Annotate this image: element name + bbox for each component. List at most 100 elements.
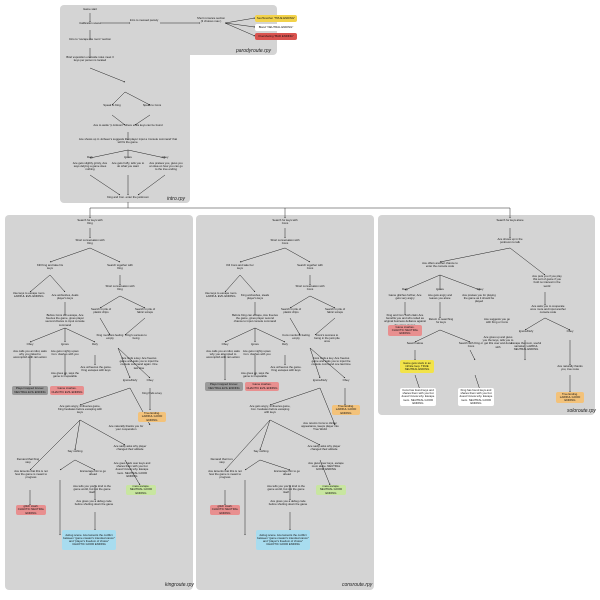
- solo-ace-puts: Ace puts you if you play this sort of ga…: [532, 274, 562, 288]
- solo-ace-gives-up: Ace gives up and gives you the keys, tel…: [482, 335, 514, 349]
- cons-ace-unfreezes: Ace unfreezes the game. King escapes wit…: [270, 365, 302, 373]
- king-ace-naturally: Ace naturally thanks you for your cooper…: [108, 424, 144, 432]
- king-search: Search for keys with King: [77, 218, 103, 226]
- king-obey2: Obey: [146, 378, 154, 382]
- king-say-nothing: Say nothing: [67, 449, 83, 453]
- cons-encourage: Encourage him to go ahead: [274, 469, 300, 477]
- solo-ace-suggests: Ace suggests you go with King or Cons: [484, 317, 510, 325]
- solo-search-kc: Search with King or Cons: [458, 341, 484, 349]
- node-ignore: Ignore: [124, 155, 132, 159]
- king-before-cons: Before Cons can escape, Ace freezes the …: [45, 313, 85, 327]
- cons-no: Cons's success to being in the junk pile…: [314, 333, 340, 344]
- panel-label-intro: intro.rpy: [167, 196, 186, 202]
- ending-king-crash: Game crashes. CHAOTIC EVIL ENDING: [50, 386, 84, 395]
- panel-solo: [378, 215, 595, 415]
- king-ace-angry: Ace gets angry, unfreezes game, King hes…: [58, 404, 103, 415]
- ending-solo-crash: Game crashes. CHAOTIC NEUTRAL ENDING: [388, 325, 422, 336]
- solo-defy: Defy: [402, 287, 408, 291]
- solo-search-alone: Search alone: [406, 341, 424, 345]
- king-kill: Kill King and take his keys: [37, 263, 63, 271]
- panel-label-king: kingroute.rpy: [165, 582, 194, 588]
- ending-solo-cons: Cons has found keys and shares them with…: [400, 388, 436, 406]
- king-ace-sadly: Ace sadly asks why player changed their …: [113, 444, 147, 452]
- king-search-piles: Search in pile of plastic chips: [90, 307, 112, 315]
- ending-solo-true: True Ending. LAWFUL GOOD ENDING: [556, 392, 584, 403]
- cons-mentions: Cons mentions feeling empty: [282, 333, 310, 341]
- node-defy: Defy: [87, 155, 93, 159]
- solo-obey2: Obey: [566, 329, 574, 333]
- solo-escape-room: Escape the room, useful narration. LAWFU…: [510, 341, 542, 352]
- cons-ace-gives-up: Ace gives up, says the game is irreparab…: [241, 371, 269, 379]
- king-ace-gives-up: Ace gives up, says the game is irreparab…: [51, 371, 79, 379]
- cons-search-piles2: Search in pile of fabric scraps: [324, 307, 346, 315]
- cons-ace-sits: Ace calls you an idiot, asks why you att…: [206, 349, 240, 360]
- king-use-keys: Use keys to escape room. LAWFUL EVIL END…: [12, 291, 46, 299]
- ending-cons-mere: mere escape. NEUTRAL GOOD ENDING: [316, 485, 346, 495]
- king-short-convo: Short conversation with King: [105, 284, 135, 292]
- cons-ignore: Ignore: [251, 342, 259, 346]
- solo-return: Return to searching for keys: [428, 317, 454, 325]
- solo-ignore-defy: Ignore/Defy: [518, 329, 534, 333]
- node-short-romance: Short romance section (3 choices max.): [197, 16, 225, 24]
- cons-finds: Cons finds a key. Ace freezes game and a…: [311, 356, 351, 367]
- ending-bad-parody: Oversharing "BAD ENDING": [255, 33, 297, 40]
- ending-solo-loop: Game gets stuck in an infinite loop. TRU…: [400, 360, 434, 373]
- node-brief: Brief exposition on inside rules meet 3 …: [66, 55, 114, 63]
- king-search-piles2: Search in pile of fabric scraps: [134, 307, 156, 315]
- node-speak-cons: Speak to Cons: [142, 103, 162, 107]
- ending-true-parody: Sex/Smother "TRUE ENDING": [255, 15, 297, 22]
- king-demand: Demand that King stop: [16, 457, 40, 465]
- king-ace-sits: Ace calls you an idiot, asks why you ris…: [13, 349, 47, 360]
- cons-say-nothing: Say nothing: [253, 449, 269, 453]
- ending-neutral-parody: Bland "NEUTRAL ENDING": [255, 24, 297, 31]
- king-obey: Obey: [26, 342, 34, 346]
- solo-defy-result: Game glitches further, Ace gets very ang…: [388, 293, 422, 301]
- king-convo: Short conversation with King: [75, 238, 105, 246]
- king-finds-key: Ace finds a key. Ace freezes game and as…: [119, 356, 159, 370]
- king-ace-mighty: Ace gets mighty upset. Con. clashes with…: [50, 349, 80, 357]
- panel-parody: [125, 5, 277, 55]
- ending-king-glitch: glitch crash. CHAOTIC NEUTRAL ENDING: [16, 504, 46, 515]
- solo-king-con: King and Con. both claim Ace benefits yo…: [384, 313, 426, 326]
- solo-ignore: Ignore: [436, 287, 444, 291]
- king-ace-unfreezes: Ace unfreezes the game. King escapes wit…: [80, 365, 112, 373]
- solo-ace-naturally: Ace naturally thanks you, true route: [557, 364, 583, 372]
- solo-obey: Obey: [476, 287, 484, 291]
- ending-king-trapped: Player trapped forever. NEUTRAL EVIL END…: [12, 386, 48, 395]
- node-defy-result: Ace gets slightly grimly, Ace says defyi…: [72, 161, 108, 172]
- cons-obey: Obey: [221, 342, 229, 346]
- panel-label-parody: parodyroute.rpy: [236, 48, 272, 54]
- ending-cons-glitch: glitch crash. CHAOTIC NEUTRAL ENDING: [210, 504, 240, 515]
- node-parody-intro: Intro to messed parody: [129, 18, 159, 22]
- king-search-together: Search together with King: [107, 263, 133, 271]
- solo-search: Search for keys alone: [496, 218, 524, 222]
- node-calibration: Calibration scene: [79, 21, 101, 25]
- king-mentions: King mentions feeling empty: [96, 333, 124, 341]
- node-escape-room: Intro to "escape the room" section: [69, 37, 111, 41]
- cons-short-convo: Short conversation with Cons: [295, 284, 325, 292]
- ending-cons-debug: debug scene. Ace laments the conflict be…: [256, 530, 310, 550]
- cons-gives-keys: Ace gives over keys, escape room alone. …: [308, 461, 344, 472]
- node-ace-show: Ace shows up in Jorbeen's suggests that …: [78, 137, 178, 145]
- ending-cons-crash: Game crashes. CHAOTIC EVIL ENDING: [245, 382, 279, 391]
- cons-king-ambushes: King ambushes, steals player's keys: [240, 293, 270, 301]
- king-ignore: Ignore: [61, 342, 69, 346]
- panel-label-cons: consroute.rpy: [342, 582, 373, 588]
- node-speak-king: Speak to King: [103, 103, 121, 107]
- cons-demand: Demand that Con. stop: [210, 457, 234, 465]
- cons-debug-code: Ace gives you a debug code before shutti…: [268, 499, 308, 507]
- node-obey-result: Ace praises you, gives you an idea on ho…: [149, 161, 183, 172]
- solo-ignore-result: Ace gets angry and leaves you alone: [427, 293, 453, 301]
- panel-label-solo: soloroute.rpy: [567, 408, 596, 414]
- cons-ace-tell: Ace tells you you're kind to the game wo…: [267, 484, 305, 495]
- cons-search-piles: Search in pile of plastic chips: [280, 307, 302, 315]
- ending-king-mere: mere escape. NEUTRAL GOOD ENDING: [126, 485, 156, 495]
- king-defy: Defy: [92, 342, 98, 346]
- ending-cons-trapped: Player trapped forever. NEUTRAL EVIL END…: [205, 382, 243, 391]
- cons-ace-lament: Ace laments that this is not how the gam…: [208, 469, 242, 480]
- king-ace-ambushes: Ace ambushes, deals player's keys: [51, 293, 79, 301]
- cons-search-together: Search together with Cons: [297, 263, 323, 271]
- solo-ace-cooperates: Ace asks you to cooperate once more and …: [530, 304, 566, 315]
- panel-king: [5, 215, 193, 590]
